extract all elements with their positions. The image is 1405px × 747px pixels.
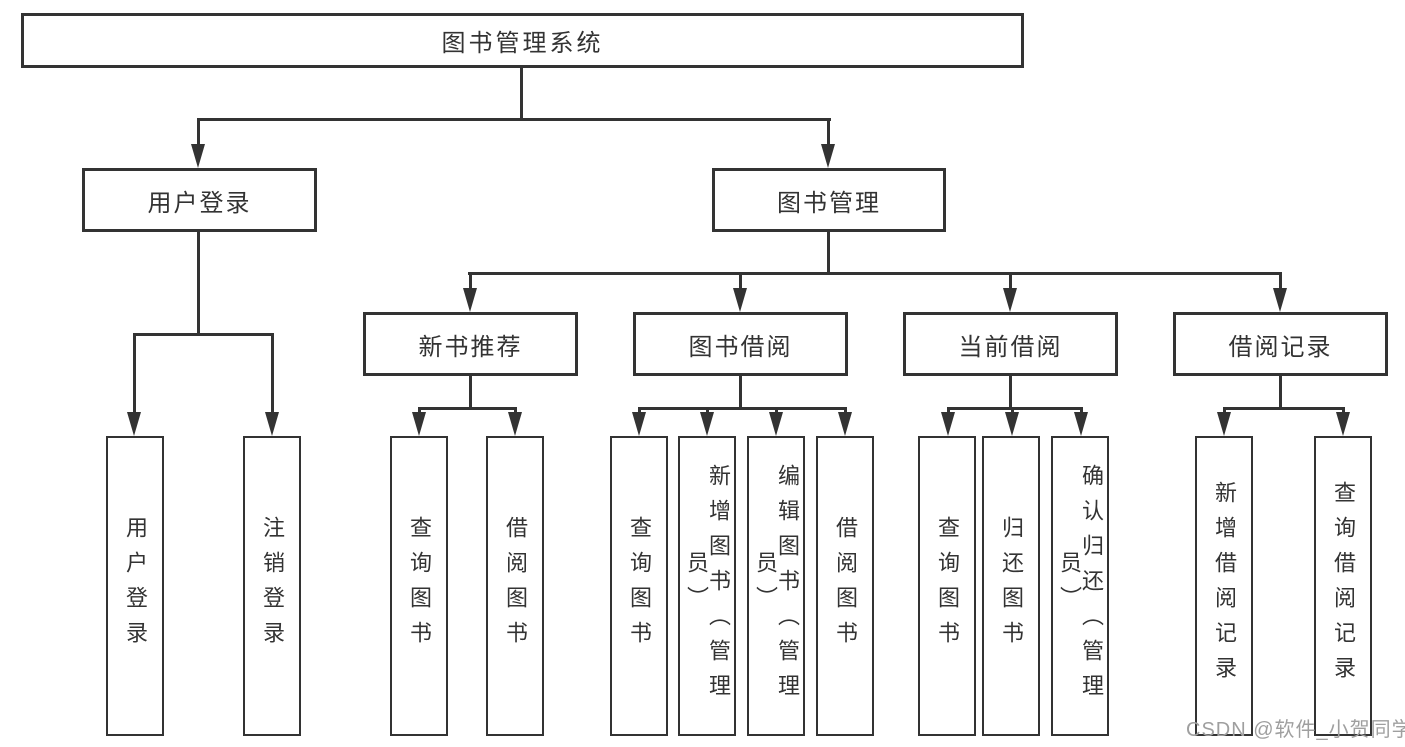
leaf-add-borrow-record: 新增借阅记录	[1195, 436, 1253, 736]
connector-line	[133, 333, 136, 413]
arrow-down-icon	[1336, 412, 1350, 436]
node-book-borrowing: 图书借阅	[633, 312, 848, 376]
connector-line	[1342, 407, 1345, 414]
connector-line	[739, 376, 742, 409]
arrow-down-icon	[838, 412, 852, 436]
connector-line	[1009, 376, 1012, 409]
arrow-down-icon	[1273, 288, 1287, 312]
leaf-edit-books-admin: 编辑图书（管理员）	[747, 436, 805, 736]
arrow-down-icon	[700, 412, 714, 436]
arrow-down-icon	[463, 288, 477, 312]
connector-line	[638, 407, 846, 410]
node-user-login: 用户登录	[82, 168, 317, 232]
node-new-book-recommendation: 新书推荐	[363, 312, 578, 376]
watermark: CSDN @软件_小贺同学	[1186, 719, 1405, 741]
leaf-query-borrow-record: 查询借阅记录	[1314, 436, 1372, 736]
connector-line	[947, 407, 1082, 410]
leaf-query-books-current: 查询图书	[918, 436, 976, 736]
arrow-down-icon	[127, 412, 141, 436]
connector-line	[1279, 272, 1282, 289]
connector-line	[775, 407, 778, 414]
leaf-borrow-books-recommend: 借阅图书	[486, 436, 544, 736]
connector-line	[827, 232, 830, 275]
leaf-confirm-return-admin: 确认归还（管理员）	[1051, 436, 1109, 736]
leaf-query-books-borrowing: 查询图书	[610, 436, 668, 736]
connector-line	[844, 407, 847, 414]
arrow-down-icon	[1217, 412, 1231, 436]
connector-line	[1223, 407, 1344, 410]
arrow-down-icon	[941, 412, 955, 436]
connector-line	[947, 407, 950, 414]
leaf-return-books: 归还图书	[982, 436, 1040, 736]
connector-line	[469, 376, 472, 409]
arrow-down-icon	[821, 144, 835, 168]
arrow-down-icon	[1005, 412, 1019, 436]
connector-line	[133, 333, 274, 336]
connector-line	[197, 118, 200, 148]
connector-line	[1080, 407, 1083, 414]
connector-line	[271, 333, 274, 413]
arrow-down-icon	[191, 144, 205, 168]
node-current-borrowing: 当前借阅	[903, 312, 1118, 376]
arrow-down-icon	[733, 288, 747, 312]
connector-line	[706, 407, 709, 414]
leaf-query-books-recommend: 查询图书	[390, 436, 448, 736]
arrow-down-icon	[1003, 288, 1017, 312]
arrow-down-icon	[769, 412, 783, 436]
connector-line	[520, 68, 523, 121]
arrow-down-icon	[508, 412, 522, 436]
connector-line	[469, 272, 472, 289]
leaf-add-books-admin: 新增图书（管理员）	[678, 436, 736, 736]
connector-line	[1011, 407, 1014, 414]
leaf-user-login: 用户登录	[106, 436, 164, 736]
connector-line	[1279, 376, 1282, 409]
connector-line	[197, 232, 200, 335]
arrow-down-icon	[632, 412, 646, 436]
arrow-down-icon	[412, 412, 426, 436]
connector-line	[1009, 272, 1012, 289]
node-book-management: 图书管理	[712, 168, 946, 232]
connector-line	[468, 272, 1282, 275]
connector-line	[197, 118, 831, 121]
node-library-management-system: 图书管理系统	[21, 13, 1024, 68]
leaf-logout: 注销登录	[243, 436, 301, 736]
connector-line	[418, 407, 421, 414]
node-borrowing-records: 借阅记录	[1173, 312, 1388, 376]
arrow-down-icon	[265, 412, 279, 436]
connector-line	[1223, 407, 1226, 414]
connector-line	[638, 407, 641, 414]
connector-line	[514, 407, 517, 414]
connector-line	[739, 272, 742, 289]
connector-line	[418, 407, 517, 410]
leaf-borrow-books: 借阅图书	[816, 436, 874, 736]
arrow-down-icon	[1074, 412, 1088, 436]
connector-line	[827, 118, 830, 148]
